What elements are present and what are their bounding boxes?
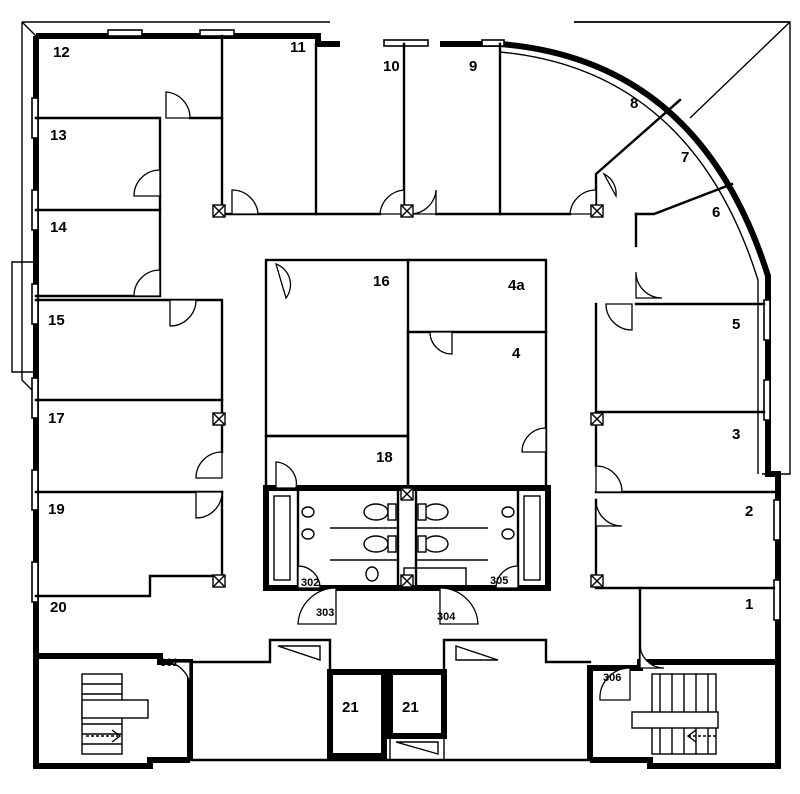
room-label: 7 — [681, 149, 689, 166]
stair-left — [81, 673, 149, 755]
room-label: 306 — [603, 672, 621, 684]
toilet-icon — [363, 503, 389, 521]
room-labels: 12 11 10 9 8 7 6 13 14 15 16 4a 4 5 17 1… — [48, 39, 753, 716]
room-label: 305 — [490, 575, 508, 587]
ramp — [395, 741, 439, 755]
room-label: 302 — [301, 577, 319, 589]
urinal-icon — [365, 566, 379, 582]
duct-marker — [212, 574, 226, 588]
room-label: 15 — [48, 312, 65, 329]
toilet-tank — [417, 503, 427, 521]
duct-marker — [590, 204, 604, 218]
toilet-tank — [417, 535, 427, 553]
sink-icon — [301, 506, 315, 518]
room-label: 303 — [316, 607, 334, 619]
room-label: 12 — [53, 44, 70, 61]
room-label: 301 — [160, 657, 178, 669]
building-shell — [11, 21, 791, 769]
duct-marker — [212, 204, 226, 218]
room-label: 21 — [342, 699, 359, 716]
duct-marker — [590, 412, 604, 426]
interior-walls — [34, 34, 776, 761]
room-label: 3 — [732, 426, 740, 443]
toilet-icon — [423, 503, 449, 521]
room-label: 20 — [50, 599, 67, 616]
toilet-icon — [423, 535, 449, 553]
room-label: 19 — [48, 501, 65, 518]
toilet-tank — [387, 535, 397, 553]
room-label: 18 — [376, 449, 393, 466]
counter — [273, 495, 291, 581]
room-label: 8 — [630, 95, 638, 112]
duct-marker — [400, 487, 414, 501]
room-label: 1 — [745, 596, 753, 613]
duct-markers — [212, 204, 604, 588]
windows — [31, 29, 781, 621]
room-label: 2 — [745, 503, 753, 520]
duct-marker — [212, 412, 226, 426]
room-label: 14 — [50, 219, 67, 236]
room-label: 11 — [290, 39, 306, 56]
ramp — [455, 645, 499, 661]
room-label: 17 — [48, 410, 65, 427]
room-label: 6 — [712, 204, 720, 221]
room-label: 13 — [50, 127, 67, 144]
stair-right — [631, 673, 719, 755]
room-label: 16 — [373, 273, 390, 290]
toilet-tank — [387, 503, 397, 521]
room-label: 304 — [437, 611, 456, 623]
doors — [133, 91, 665, 701]
room-label: 9 — [469, 58, 477, 75]
toilet-icon — [363, 535, 389, 553]
room-label: 10 — [383, 58, 400, 75]
duct-marker — [400, 204, 414, 218]
counter — [523, 495, 541, 581]
sink-icon — [501, 528, 515, 540]
room-label: 4a — [508, 277, 525, 294]
ramp — [277, 645, 321, 661]
sink-icon — [501, 506, 515, 518]
room-label: 21 — [402, 699, 419, 716]
room-label: 5 — [732, 316, 740, 333]
duct-marker — [590, 574, 604, 588]
room-label: 4 — [512, 345, 521, 362]
plumbing-fixtures — [273, 495, 541, 755]
duct-marker — [400, 574, 414, 588]
sink-icon — [301, 528, 315, 540]
